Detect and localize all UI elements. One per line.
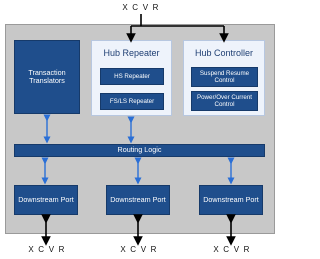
power-overcurrent-block: Power/Over Current Control	[191, 91, 258, 111]
routing-logic-label: Routing Logic	[117, 145, 162, 155]
hub-controller-title: Hub Controller	[194, 48, 254, 58]
connector-layer	[41, 14, 236, 246]
downstream-port-1: Downstream Port	[14, 185, 78, 215]
fsls-repeater-label: FS/LS Repeater	[109, 98, 155, 105]
hub-controller-panel: Hub Controller Suspend Resume Control Po…	[183, 40, 265, 116]
fsls-repeater-block: FS/LS Repeater	[100, 93, 164, 110]
suspend-resume-block: Suspend Resume Control	[191, 67, 258, 87]
downstream-port-label: Downstream Port	[110, 194, 166, 204]
downstream-port-label: Downstream Port	[203, 194, 259, 204]
suspend-resume-label: Suspend Resume Control	[199, 70, 250, 84]
top-xcvr-label: X C V R	[122, 3, 160, 12]
downstream-port-label: Downstream Port	[18, 194, 74, 204]
routing-logic-bar: Routing Logic	[14, 144, 265, 157]
hs-repeater-label: HS Repeater	[114, 73, 150, 80]
bottom-xcvr-label-2: X C V R	[120, 245, 158, 254]
hub-repeater-panel: Hub Repeater HS Repeater FS/LS Repeater	[91, 40, 172, 116]
bottom-xcvr-label-3: X C V R	[213, 245, 251, 254]
transaction-translators-block: Transaction Translators	[14, 40, 80, 114]
hub-repeater-title: Hub Repeater	[103, 48, 160, 58]
routing-connectors	[41, 114, 235, 185]
downstream-xcvr-connectors	[41, 214, 236, 246]
bottom-xcvr-label-1: X C V R	[28, 245, 66, 254]
power-overcurrent-label: Power/Over Current Control	[196, 94, 253, 108]
top-bus-connector	[126, 14, 229, 43]
transaction-translators-label: Transaction Translators	[28, 67, 66, 85]
hs-repeater-block: HS Repeater	[100, 68, 164, 85]
